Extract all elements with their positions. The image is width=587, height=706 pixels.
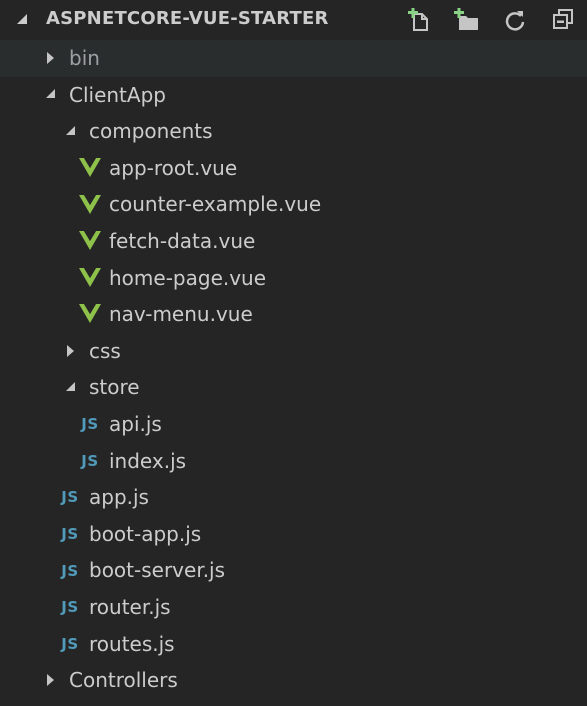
tree-item-label: fetch-data.vue xyxy=(109,228,256,253)
js-file-icon: JS xyxy=(58,552,82,589)
file-fetch-data-vue[interactable]: fetch-data.vue xyxy=(0,223,587,260)
file-boot-app-js[interactable]: JS boot-app.js xyxy=(0,516,587,553)
vue-file-icon xyxy=(78,186,102,223)
new-folder-icon xyxy=(454,8,478,30)
file-router-js[interactable]: JS router.js xyxy=(0,589,587,626)
tree-item-label: home-page.vue xyxy=(109,265,267,290)
collapse-all-button[interactable] xyxy=(545,7,581,33)
tree-item-label: api.js xyxy=(109,411,162,436)
js-badge: JS xyxy=(61,634,79,653)
file-app-root-vue[interactable]: app-root.vue xyxy=(0,150,587,187)
chevron-down-icon[interactable] xyxy=(62,369,78,406)
file-counter-example-vue[interactable]: counter-example.vue xyxy=(0,186,587,223)
refresh-icon xyxy=(505,11,525,31)
header-actions xyxy=(401,7,581,33)
js-file-icon: JS xyxy=(58,516,82,553)
folder-css[interactable]: css xyxy=(0,333,587,370)
new-file-button[interactable] xyxy=(401,7,437,33)
explorer-title: ASPNETCORE-VUE-STARTER xyxy=(46,8,329,29)
js-file-icon: JS xyxy=(58,479,82,516)
folder-bin[interactable]: bin xyxy=(0,40,587,77)
folder-store[interactable]: store xyxy=(0,369,587,406)
chevron-down-icon[interactable] xyxy=(62,113,78,150)
folder-clientapp[interactable]: ClientApp xyxy=(0,77,587,114)
chevron-down-icon[interactable] xyxy=(42,77,58,114)
file-api-js[interactable]: JS api.js xyxy=(0,406,587,443)
chevron-right-icon[interactable] xyxy=(42,662,58,699)
tree-item-label: counter-example.vue xyxy=(109,192,322,217)
tree-item-label: nav-menu.vue xyxy=(109,302,253,327)
collapse-section-icon[interactable] xyxy=(17,14,27,24)
collapse-all-icon xyxy=(553,9,573,29)
refresh-button[interactable] xyxy=(497,7,533,33)
file-app-js[interactable]: JS app.js xyxy=(0,479,587,516)
tree-item-label: index.js xyxy=(109,448,187,473)
js-badge: JS xyxy=(61,561,79,580)
vue-file-icon xyxy=(78,223,102,260)
tree-item-label: bin xyxy=(69,46,100,70)
js-badge: JS xyxy=(61,525,79,544)
js-badge: JS xyxy=(81,415,99,434)
folder-controllers[interactable]: Controllers xyxy=(0,662,587,699)
vue-file-icon xyxy=(78,260,102,297)
js-file-icon: JS xyxy=(78,443,102,480)
tree-item-label: routes.js xyxy=(89,631,175,656)
tree-item-label: components xyxy=(89,119,213,144)
chevron-right-icon[interactable] xyxy=(62,333,78,370)
file-routes-js[interactable]: JS routes.js xyxy=(0,626,587,663)
vue-file-icon xyxy=(78,150,102,187)
tree-item-label: app-root.vue xyxy=(109,155,238,180)
vue-file-icon xyxy=(78,296,102,333)
js-badge: JS xyxy=(61,598,79,617)
tree-item-label: boot-app.js xyxy=(89,521,202,546)
file-nav-menu-vue[interactable]: nav-menu.vue xyxy=(0,296,587,333)
new-file-icon xyxy=(408,8,428,31)
tree-item-label: ClientApp xyxy=(69,82,166,107)
file-index-js[interactable]: JS index.js xyxy=(0,443,587,480)
chevron-right-icon[interactable] xyxy=(42,40,58,77)
js-file-icon: JS xyxy=(58,626,82,663)
tree-item-label: app.js xyxy=(89,485,149,510)
tree-item-label: store xyxy=(89,375,140,400)
tree-item-label: css xyxy=(89,338,121,363)
js-badge: JS xyxy=(61,488,79,507)
js-file-icon: JS xyxy=(58,589,82,626)
js-file-icon: JS xyxy=(78,406,102,443)
tree-item-label: Controllers xyxy=(69,668,178,693)
explorer-header[interactable]: ASPNETCORE-VUE-STARTER xyxy=(0,0,587,40)
file-boot-server-js[interactable]: JS boot-server.js xyxy=(0,552,587,589)
tree-item-label: boot-server.js xyxy=(89,558,226,583)
js-badge: JS xyxy=(81,451,99,470)
file-home-page-vue[interactable]: home-page.vue xyxy=(0,260,587,297)
new-folder-button[interactable] xyxy=(449,7,485,33)
tree-item-label: router.js xyxy=(89,594,171,619)
folder-components[interactable]: components xyxy=(0,113,587,150)
